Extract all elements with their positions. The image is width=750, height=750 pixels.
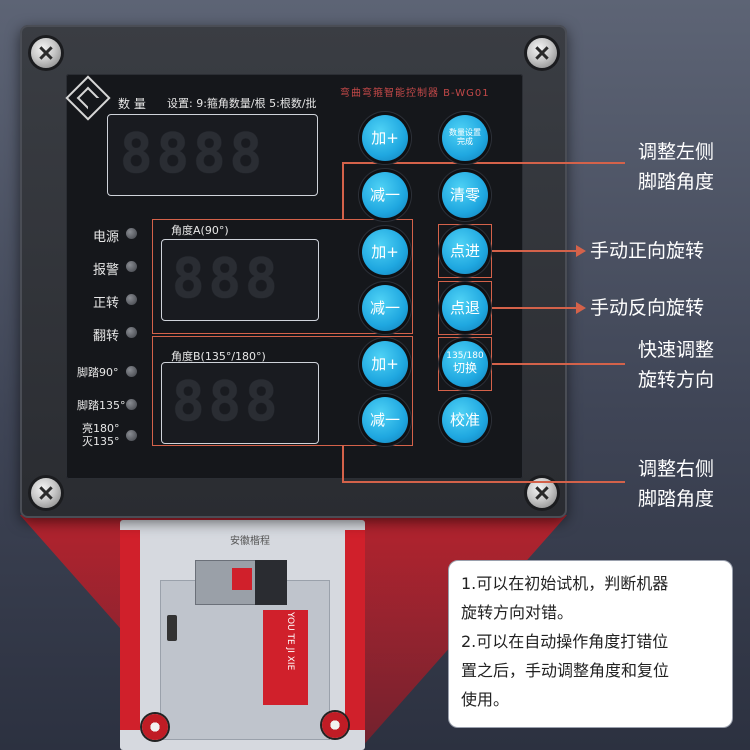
indicator-flip-led (126, 327, 137, 338)
machine-brand: 安徽楷程 (230, 536, 270, 547)
indicator-alarm-led (126, 261, 137, 272)
machine-red-stripe (263, 610, 308, 705)
door-handle (167, 615, 177, 641)
indicator-power-label: 电源 (93, 230, 120, 245)
angle-b-plus-button[interactable]: 加+ (362, 341, 408, 387)
screw-bottom-left (31, 478, 61, 508)
screw-top-right (527, 38, 557, 68)
anno-left-pedal-1: 调整左侧 (638, 141, 715, 163)
angle-b-display-digits: 888 (172, 370, 282, 433)
machine-wheel-right (322, 712, 348, 738)
controller-title: 弯曲弯箍智能控制器 B-WG01 (340, 88, 490, 99)
count-minus-button[interactable]: 减一 (362, 172, 408, 218)
calibrate-button[interactable]: 校准 (442, 397, 488, 443)
anno-left-pedal-2: 脚踏角度 (638, 171, 715, 193)
notes-card: 1.可以在初始试机，判断机器 旋转方向对错。 2.可以在自动操作角度打错位 置之… (448, 560, 733, 728)
count-display-digits: 8888 (120, 122, 267, 185)
arrow-forward-line (492, 250, 582, 252)
notes-line-3: 2.可以在自动操作角度打错位 (461, 632, 669, 651)
indicator-angle-mode-line2: 灭135° (82, 435, 120, 448)
anno-direction-2: 旋转方向 (638, 369, 715, 391)
indicator-alarm-label: 报警 (93, 263, 120, 278)
indicator-power-led (126, 228, 137, 239)
count-confirm-button[interactable]: 数量设置完成 (442, 115, 488, 161)
notes-line-2: 旋转方向对错。 (461, 603, 574, 622)
screw-top-left (31, 38, 61, 68)
angle-b-label: 角度B(135°/180°) (171, 350, 266, 363)
machine-switch (232, 568, 252, 590)
notes-line-1: 1.可以在初始试机，判断机器 (461, 574, 669, 593)
angle-a-minus-button[interactable]: 减一 (362, 285, 408, 331)
angle-b-display (161, 362, 319, 444)
jog-forward-button[interactable]: 点进 (442, 228, 488, 274)
indicator-angle-mode-line1: 亮180° (82, 422, 120, 435)
angle-a-label: 角度A(90°) (171, 224, 229, 237)
machine-wheel-left (142, 714, 168, 740)
arrow-switch-line (492, 363, 625, 365)
angle-a-display (161, 239, 319, 321)
indicator-forward-led (126, 294, 137, 305)
connector-left-pedal (342, 162, 344, 219)
indicator-pedal90-led (126, 366, 137, 377)
jog-forward-highlight (438, 224, 492, 278)
connector-right-pedal-h (342, 481, 625, 483)
arrow-reverse-head-icon (576, 302, 586, 314)
angle-b-minus-button[interactable]: 减一 (362, 397, 408, 443)
connector-right-pedal (342, 445, 344, 482)
indicator-pedal135-led (126, 399, 137, 410)
anno-manual-reverse: 手动反向旋转 (590, 297, 705, 319)
anno-right-pedal-2: 脚踏角度 (638, 488, 715, 510)
jog-reverse-button[interactable]: 点退 (442, 285, 488, 331)
machine-side-text: YOU TE JI XIE (285, 612, 295, 671)
indicator-angle-mode-led (126, 430, 137, 441)
count-display (107, 114, 318, 196)
angle-a-section (152, 219, 413, 334)
machine-mini-controller (255, 560, 287, 605)
reset-button[interactable]: 清零 (442, 172, 488, 218)
angle-b-section (152, 336, 413, 446)
notes-line-4: 置之后，手动调整角度和复位 (461, 661, 670, 680)
indicator-flip-label: 翻转 (93, 329, 120, 344)
machine-right-frame (345, 530, 365, 730)
jog-reverse-highlight (438, 281, 492, 335)
count-label: 数 量 (118, 97, 146, 111)
setting-label: 设置: 9:箍角数量/根 5:根数/批 (167, 97, 317, 110)
count-plus-button[interactable]: 加+ (362, 115, 408, 161)
arrow-forward-head-icon (576, 245, 586, 257)
indicator-pedal90-label: 脚踏90° (77, 366, 119, 379)
screw-bottom-right (527, 478, 557, 508)
indicator-pedal135-label: 脚踏135° (77, 399, 126, 412)
switch-line2: 切换 (452, 361, 477, 376)
angle-a-plus-button[interactable]: 加+ (362, 229, 408, 275)
anno-direction-1: 快速调整 (638, 339, 715, 361)
direction-switch-button[interactable]: 135/180 切换 (442, 341, 488, 387)
indicator-forward-label: 正转 (93, 296, 120, 311)
anno-manual-forward: 手动正向旋转 (590, 240, 705, 262)
indicator-angle-mode-label: 亮180° 灭135° (82, 422, 120, 448)
angle-a-display-digits: 888 (172, 247, 282, 310)
switch-highlight (438, 337, 492, 391)
switch-line1: 135/180 (446, 351, 484, 362)
notes-line-5: 使用。 (461, 690, 510, 709)
anno-right-pedal-1: 调整右侧 (638, 458, 715, 480)
machine-left-frame (120, 530, 140, 730)
connector-left-pedal-h (342, 162, 625, 164)
arrow-reverse-line (492, 307, 582, 309)
